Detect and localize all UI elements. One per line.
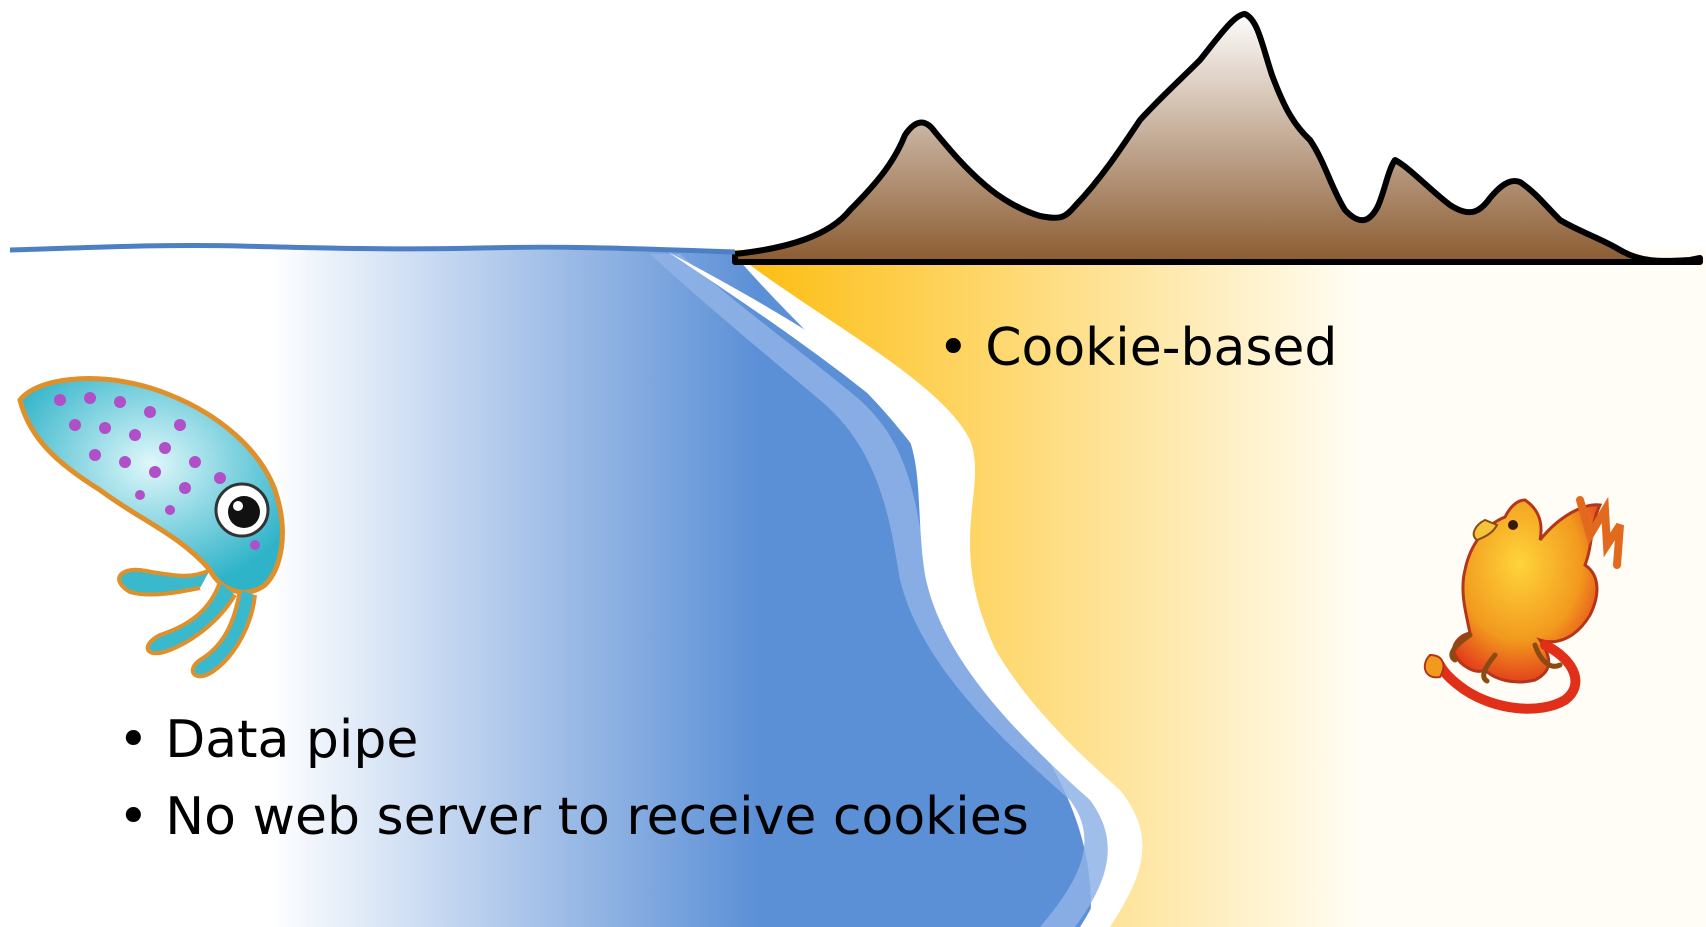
left-bullet-2: • No web server to receive cookies [118, 787, 1029, 847]
land-region [730, 250, 1706, 927]
left-bullet-1: • Data pipe [118, 710, 418, 770]
waterline [9, 242, 736, 255]
griffin-icon [1423, 496, 1624, 714]
right-bullets: • Cookie-based [938, 318, 1337, 378]
left-bullets: • Data pipe • No web server to receive c… [118, 710, 1029, 847]
mountain-range [732, 11, 1703, 265]
right-bullet-1: • Cookie-based [938, 318, 1337, 378]
ocean-region [0, 250, 1091, 927]
squid-icon [17, 376, 285, 679]
